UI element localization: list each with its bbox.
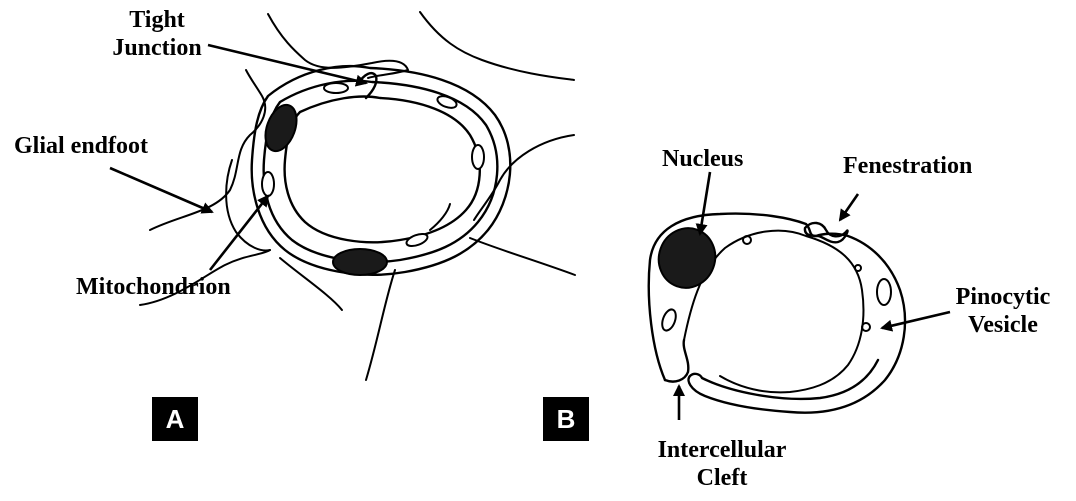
label-tight-junction-line1: Tight	[107, 6, 207, 34]
mitochondrion-top	[324, 83, 348, 93]
label-intercellular-line2: Cleft	[632, 464, 812, 492]
panel-a-capillary	[140, 12, 575, 380]
label-pinocytic-vesicle: Pinocytic Vesicle	[948, 283, 1058, 339]
label-intercellular-line1: Intercellular	[632, 436, 812, 464]
mitochondrion-lower-right	[405, 232, 429, 249]
glial-process-bottom-left	[280, 258, 342, 310]
label-glial-endfoot: Glial endfoot	[14, 132, 148, 160]
pinocytic-vesicle-3	[855, 265, 861, 271]
endothelial-nucleus-bottom	[333, 249, 387, 275]
glial-process-bottom	[366, 270, 395, 380]
label-pinocytic-line1: Pinocytic	[948, 283, 1058, 311]
arrow-nucleus	[700, 172, 710, 234]
label-pinocytic-line2: Vesicle	[948, 311, 1058, 339]
capillary-lumen	[285, 97, 480, 243]
label-nucleus: Nucleus	[662, 145, 743, 173]
arrow-glial-endfoot	[110, 168, 212, 212]
label-tight-junction: Tight Junction	[107, 6, 207, 62]
panel-b-badge: B	[543, 397, 589, 441]
mitochondrion-b-right	[877, 279, 891, 305]
label-mitochondrion: Mitochondrion	[76, 273, 231, 301]
mitochondrion-top-right	[436, 94, 458, 110]
label-fenestration: Fenestration	[843, 152, 972, 180]
mitochondrion-right	[472, 145, 484, 169]
arrow-tight-junction	[208, 45, 366, 83]
panel-b-capillary	[649, 214, 905, 413]
glial-process-top-right	[420, 12, 574, 80]
nucleus-b	[650, 220, 723, 296]
mitochondrion-b-left	[660, 308, 679, 333]
cleft-lip-left	[665, 340, 688, 382]
glial-process-lower-right	[470, 238, 575, 275]
endothelium-outer	[264, 81, 498, 262]
label-intercellular-cleft: Intercellular Cleft	[632, 436, 812, 492]
mitochondrion-left	[262, 172, 274, 196]
arrow-pinocytic	[882, 312, 950, 328]
label-tight-junction-line2: Junction	[107, 34, 207, 62]
arrow-fenestration	[840, 194, 858, 220]
panel-a-badge: A	[152, 397, 198, 441]
glial-process-left-upper	[150, 70, 265, 230]
